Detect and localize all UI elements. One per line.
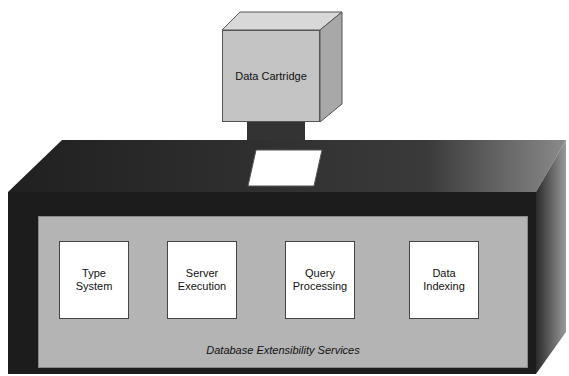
cartridge-slot [248, 150, 322, 186]
service-box: Type System [59, 241, 129, 319]
housing-front [8, 192, 536, 374]
cartridge-plug [247, 122, 305, 140]
housing-top [8, 140, 566, 192]
service-box: Server Execution [167, 241, 237, 319]
box-label: Type System [64, 267, 124, 292]
box-label: Query Processing [290, 267, 350, 292]
box-label: Data Indexing [414, 267, 474, 292]
box-label: Data Cartridge [235, 70, 307, 83]
cartridge-side [320, 12, 342, 122]
cartridge-box: Data Cartridge [222, 30, 320, 122]
box-label: Server Execution [172, 267, 232, 292]
service-box: Query Processing [285, 241, 355, 319]
band-label: Database Extensibility Services [39, 344, 527, 357]
housing-side [536, 140, 566, 374]
services-band: Database Extensibility Services Type Syst… [38, 216, 528, 368]
service-box: Data Indexing [409, 241, 479, 319]
